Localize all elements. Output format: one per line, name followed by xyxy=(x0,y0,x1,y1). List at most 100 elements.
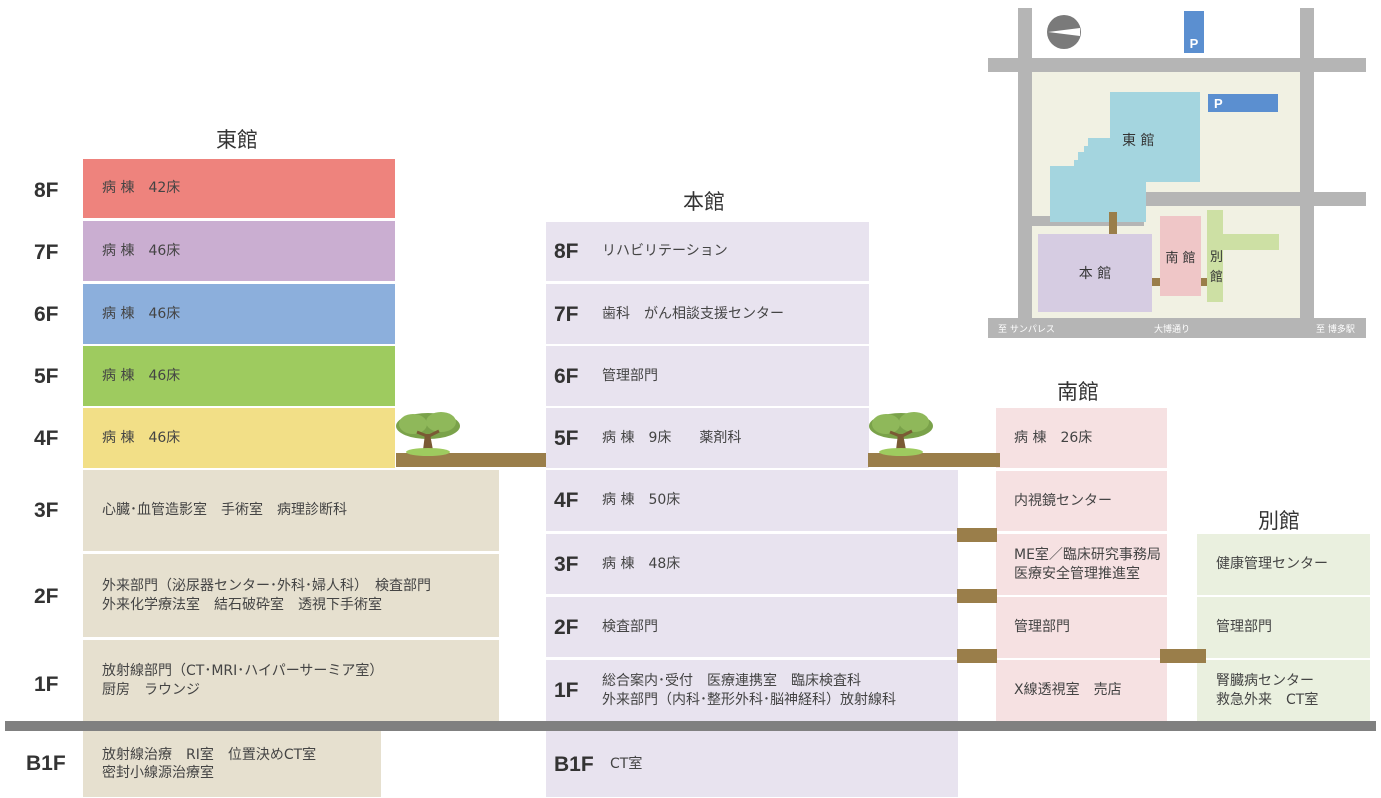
map-east-label: 東 館 xyxy=(1122,133,1155,149)
main-floor-3f: 3F 病 棟 48床 xyxy=(546,534,958,594)
map-road xyxy=(1300,8,1314,338)
floor-label-2f: 2F xyxy=(34,585,59,608)
floor-label-1f: 1F xyxy=(34,673,59,696)
parking-label: P xyxy=(1214,95,1223,111)
south-floor-1: 病 棟 26床 xyxy=(996,408,1167,468)
floor-description: 病 棟 50床 xyxy=(602,492,681,509)
east-floor-8f: 病 棟 42床 xyxy=(83,159,395,218)
floor-description: 病 棟 46床 xyxy=(102,429,181,446)
floor-label-b1f: B1F xyxy=(26,752,66,775)
floor-description: 健康管理センター xyxy=(1216,556,1328,573)
floor-description: 病 棟 46床 xyxy=(102,305,181,322)
east-floor-4f: 病 棟 46床 xyxy=(83,408,395,468)
floor-description: 管理部門 xyxy=(1014,619,1070,636)
map-road xyxy=(988,58,1366,72)
floor-description: 病 棟 42床 xyxy=(102,180,181,197)
parking-icon: P xyxy=(1208,94,1278,112)
main-floor-4f: 4F 病 棟 50床 xyxy=(546,470,958,531)
floor-description: 管理部門 xyxy=(1216,619,1272,636)
floor-label-3f: 3F xyxy=(554,552,579,576)
bridge-main-south-1f xyxy=(957,649,997,663)
floor-label-8f: 8F xyxy=(34,179,59,202)
bridge-main-south-2f xyxy=(957,589,997,603)
floor-label-3f: 3F xyxy=(34,499,59,522)
map-east-building xyxy=(1050,92,1200,222)
floor-description: 病 棟 46床 xyxy=(102,367,181,384)
floor-description: 検査部門 xyxy=(602,618,658,635)
floor-description: 病 棟 48床 xyxy=(602,555,681,572)
floor-description: 病 棟 26床 xyxy=(1014,429,1093,446)
main-floor-b1f: B1F CT室 xyxy=(546,731,958,797)
map-road-main xyxy=(988,318,1366,338)
east-floor-7f: 病 棟 46床 xyxy=(83,221,395,281)
map-main-label: 本 館 xyxy=(1078,266,1112,282)
floor-label-5f: 5F xyxy=(34,365,59,388)
map-connector xyxy=(1109,212,1117,234)
floor-label-6f: 6F xyxy=(34,303,59,326)
floor-label-1f: 1F xyxy=(554,679,579,702)
floor-description: 管理部門 xyxy=(602,367,658,384)
floor-description: 病 棟 46床 xyxy=(102,242,181,259)
road-label-center: 大博通り xyxy=(1154,325,1191,335)
map-annex-building xyxy=(1207,210,1279,302)
tree-icon xyxy=(396,412,460,456)
map-south-building: 南 館 xyxy=(1160,216,1201,296)
map-road xyxy=(1132,192,1366,206)
floor-description: 総合案内･受付 医療連携室 臨床検査科 外来部門（内科･整形外科･脳神経科）放射… xyxy=(602,673,896,708)
floor-label-5f: 5F xyxy=(554,426,579,450)
floor-description: 外来部門（泌尿器センター･外科･婦人科） 検査部門 外来化学療法室 結石破砕室 … xyxy=(102,578,431,613)
site-map: P P 東 館 本 館 南 館 別 館 至 サンパレス 大博通り 至 博多駅 xyxy=(988,8,1366,338)
map-main-building: 本 館 xyxy=(1038,234,1152,312)
tree-icon xyxy=(869,412,933,456)
main-floor-2f: 2F 検査部門 xyxy=(546,597,958,657)
east-floor-6f: 病 棟 46床 xyxy=(83,284,395,344)
floor-label-4f: 4F xyxy=(34,427,59,450)
floor-label-b1f: B1F xyxy=(554,752,594,776)
parking-icon: P xyxy=(1184,11,1204,53)
east-floor-5f: 病 棟 46床 xyxy=(83,346,395,406)
floor-description: 放射線部門（CT･MRI･ハイパーサーミア室） 厨房 ラウンジ xyxy=(102,663,384,698)
floor-description: 腎臓病センター 救急外来 CT室 xyxy=(1216,673,1319,708)
floor-label-8f: 8F xyxy=(554,240,579,263)
map-road xyxy=(1018,8,1032,338)
annex-floor-3: 腎臓病センター 救急外来 CT室 xyxy=(1197,660,1370,721)
south-building-title: 南館 xyxy=(1057,380,1099,404)
annex-floor-2: 管理部門 xyxy=(1197,597,1370,658)
floor-label-7f: 7F xyxy=(34,241,59,264)
main-floor-8f: 8F リハビリテーション xyxy=(546,222,869,281)
main-building-title: 本館 xyxy=(683,190,725,214)
floor-label-4f: 4F xyxy=(554,489,579,512)
road-label-left: 至 サンパレス xyxy=(998,325,1055,335)
bridge-east-main-4f xyxy=(396,453,546,467)
road-label-right: 至 博多駅 xyxy=(1316,325,1355,335)
east-floor-3f: 心臓･血管造影室 手術室 病理診断科 xyxy=(83,470,499,551)
south-floor-3: ME室／臨床研究事務局 医療安全管理推進室 xyxy=(996,534,1167,595)
south-floor-5: X線透視室 売店 xyxy=(996,660,1167,721)
main-floor-1f: 1F 総合案内･受付 医療連携室 臨床検査科 外来部門（内科･整形外科･脳神経科）… xyxy=(546,660,958,721)
floor-description: リハビリテーション xyxy=(602,243,728,260)
floor-description: 放射線治療 RI室 位置決めCT室 密封小線源治療室 xyxy=(102,746,317,781)
parking-label: P xyxy=(1189,36,1199,51)
floor-description: CT室 xyxy=(610,755,643,772)
floor-description: ME室／臨床研究事務局 医療安全管理推進室 xyxy=(1014,547,1161,582)
east-floor-1f: 放射線部門（CT･MRI･ハイパーサーミア室） 厨房 ラウンジ xyxy=(83,640,499,721)
map-connector xyxy=(1152,278,1160,286)
floor-description: 内視鏡センター xyxy=(1014,492,1112,509)
annex-floor-1: 健康管理センター xyxy=(1197,534,1370,595)
bridge-main-south-5f xyxy=(868,453,1000,467)
south-floor-2: 内視鏡センター xyxy=(996,471,1167,531)
compass-icon xyxy=(1047,15,1081,49)
map-connector xyxy=(1201,278,1207,286)
floor-label-2f: 2F xyxy=(554,615,579,639)
east-building-title: 東館 xyxy=(216,128,258,152)
bridge-south-annex-1f xyxy=(1160,649,1206,663)
east-floor-b1f: 放射線治療 RI室 位置決めCT室 密封小線源治療室 xyxy=(83,731,381,797)
map-south-label: 南 館 xyxy=(1165,250,1196,266)
ground-line xyxy=(5,721,1376,731)
floor-description: X線透視室 売店 xyxy=(1014,682,1122,699)
annex-building-title: 別館 xyxy=(1258,509,1300,533)
map-annex-label: 別 館 xyxy=(1210,250,1224,285)
